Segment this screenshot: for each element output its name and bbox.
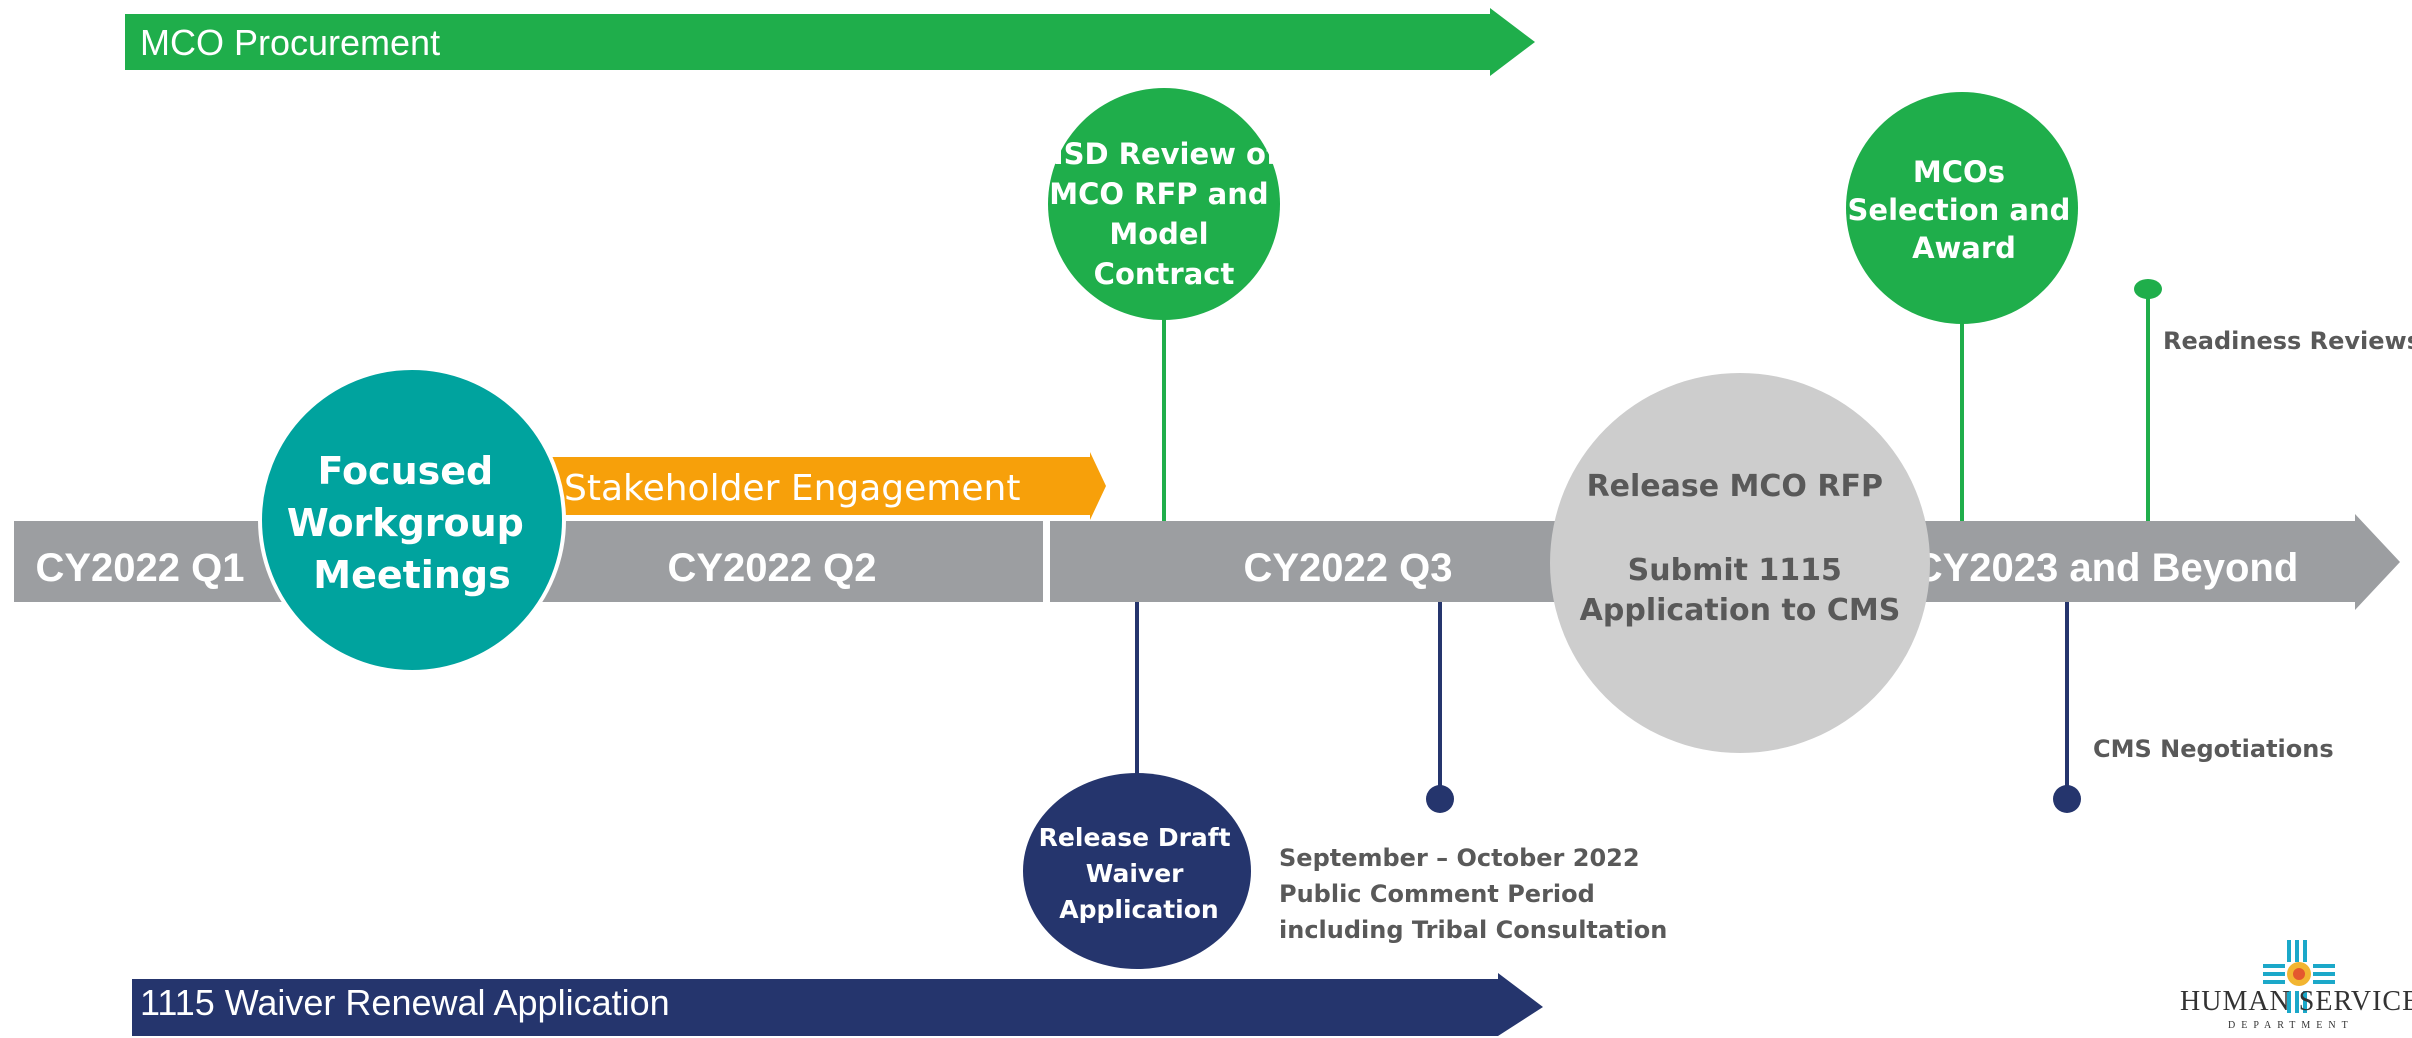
release-rfp-line-1: Release MCO RFP [1587,469,1883,504]
release-draft-line-1: Release Draft [1039,823,1231,852]
readiness-reviews-note: Readiness Reviews [2163,327,2412,355]
cms-negotiations-note: CMS Negotiations [2093,735,2334,763]
cms-negotiations-pin [2053,785,2081,813]
waiver-renewal-arrow [132,973,1543,1036]
readiness-reviews-milestone: Readiness Reviews [2134,279,2412,521]
quarter-label-q3: CY2022 Q3 [1243,546,1452,590]
zia-sun-icon [2263,940,2335,1013]
mco-procurement-banner: MCO Procurement [125,8,1535,76]
public-comment-note: September – October 2022 Public Comment … [1279,844,1667,944]
release-draft-label: Release Draft Waiver Application [1039,823,1240,924]
mcos-selection-circle [1846,92,2078,324]
hsd-review-line-4: Contract [1094,257,1235,291]
public-comment-line-3: including Tribal Consultation [1279,916,1667,944]
stakeholder-engagement-arrow [545,452,1106,520]
timeline-bar: CY2022 Q1 CY2022 Q2 CY2022 Q3 CY2023 and… [14,514,2400,610]
public-comment-pin [1426,785,1454,813]
mcos-selection-line-1: MCOs [1913,155,2005,189]
logo-wordmark: HUMAN SERVICES [2180,986,2412,1017]
release-draft-circle [1023,773,1251,969]
stakeholder-engagement-label: Stakeholder Engagement [564,468,1020,509]
hsd-review-circle [1048,88,1280,320]
readiness-reviews-pin [2134,279,2162,299]
focused-workgroup-line-2: Workgroup [287,501,524,545]
focused-workgroup-circle [258,366,566,674]
timeline-segment-2023 [1925,514,2400,610]
quarter-label-2023: CY2023 and Beyond [1914,546,2299,590]
focused-workgroup-line-3: Meetings [313,553,510,597]
release-draft-milestone: Release Draft Waiver Application [1023,602,1251,969]
release-draft-line-2: Waiver [1086,859,1184,888]
waiver-renewal-label: 1115 Waiver Renewal Application [140,982,670,1023]
mcos-selection-line-2: Selection and [1848,193,2071,227]
mcos-selection-milestone: MCOs Selection and Award [1846,92,2081,521]
release-rfp-line-4: Application to CMS [1580,593,1901,628]
focused-workgroup-label: Focused Workgroup Meetings [287,449,537,597]
focused-workgroup-milestone: Focused Workgroup Meetings [258,366,566,674]
release-rfp-circle [1550,373,1930,753]
hsd-review-line-3: Model [1109,217,1208,251]
human-services-logo: HUMAN SERVICES DEPARTMENT [2180,940,2412,1031]
release-draft-line-3: Application [1059,895,1218,924]
hsd-review-milestone: HSD Review of MCO RFP and Model Contract [1039,88,1288,521]
mco-procurement-label: MCO Procurement [140,22,440,63]
cms-negotiations-milestone: CMS Negotiations [2053,602,2334,813]
hsd-review-line-1: HSD Review of [1039,137,1279,171]
timeline-segment-q3 [1050,521,1570,602]
release-rfp-milestone: Release MCO RFP Submit 1115 Application … [1550,373,1930,753]
public-comment-line-2: Public Comment Period [1279,880,1595,908]
public-comment-milestone: September – October 2022 Public Comment … [1279,602,1667,944]
hsd-review-line-2: MCO RFP and [1049,177,1268,211]
quarter-label-q1: CY2022 Q1 [35,546,244,590]
public-comment-line-1: September – October 2022 [1279,844,1640,872]
hsd-review-label: HSD Review of MCO RFP and Model Contract [1039,137,1288,291]
stakeholder-engagement-banner: Stakeholder Engagement [545,452,1106,520]
mco-procurement-arrow [125,8,1535,76]
logo-subtext: DEPARTMENT [2228,1020,2354,1031]
release-rfp-line-3: Submit 1115 [1628,553,1842,588]
focused-workgroup-line-1: Focused [318,449,494,493]
waiver-renewal-banner: 1115 Waiver Renewal Application [132,973,1543,1036]
release-rfp-label: Release MCO RFP Submit 1115 Application … [1580,469,1901,628]
mcos-selection-line-3: Award [1912,231,2016,265]
quarter-label-q2: CY2022 Q2 [667,546,876,590]
mcos-selection-label: MCOs Selection and Award [1848,155,2081,265]
